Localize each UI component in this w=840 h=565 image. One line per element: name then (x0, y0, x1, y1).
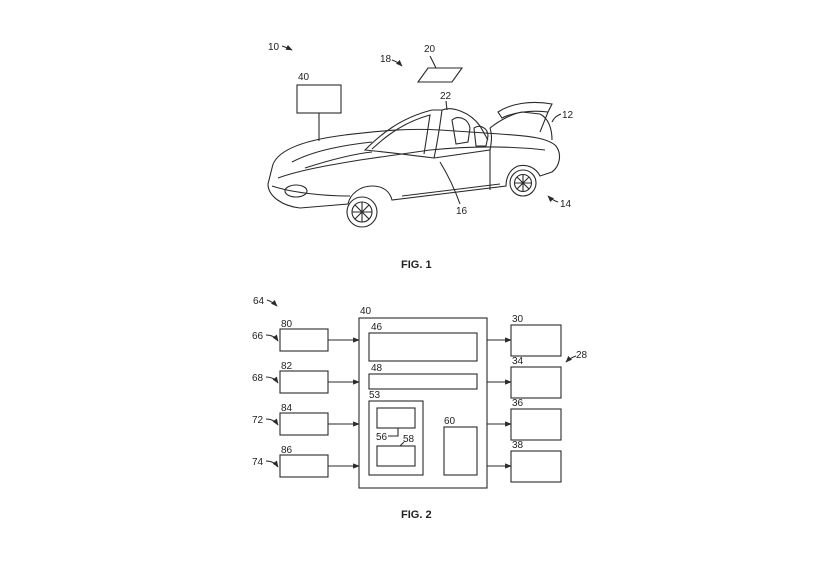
ref-56-label: 56 (376, 432, 388, 443)
output-38: 38 (487, 440, 562, 483)
ref-72-leader (265, 418, 279, 426)
ref-66-label: 66 (252, 331, 264, 342)
hood-line (291, 141, 373, 163)
input-row-84: 72 84 (252, 403, 360, 436)
front-bumper-line (271, 185, 351, 197)
input-row-82: 68 82 (252, 361, 360, 394)
ref-58-label: 58 (403, 434, 415, 445)
input-row-80: 66 80 (252, 319, 360, 352)
ref-16-label: 16 (456, 206, 468, 217)
ref-74-leader (265, 460, 279, 468)
body-outline (267, 128, 561, 209)
ref-60-label: 60 (444, 416, 456, 427)
ref-86-label: 86 (281, 445, 293, 456)
output-30: 30 (487, 314, 562, 357)
output-34: 34 (487, 356, 562, 399)
front-wheel (346, 196, 378, 228)
block-46 (368, 332, 478, 362)
windshield (363, 109, 443, 159)
ref-82-label: 82 (281, 361, 293, 372)
block-30 (510, 324, 562, 357)
ref-68-label: 68 (252, 373, 264, 384)
fig2-caption: FIG. 2 (401, 509, 432, 521)
block-80 (279, 328, 329, 352)
spoiler (497, 101, 553, 119)
ref-10-leader (281, 44, 293, 51)
block-86 (279, 454, 329, 478)
block-84 (279, 412, 329, 436)
fig1-caption: FIG. 1 (401, 259, 432, 271)
ref-20-leader (429, 55, 437, 69)
b-pillar (489, 127, 493, 151)
block-82 (279, 370, 329, 394)
ref-14-label: 14 (560, 199, 572, 210)
ref-20-label: 20 (424, 44, 436, 55)
ref-36-label: 36 (512, 398, 524, 409)
block-48 (368, 373, 478, 390)
controller-box (296, 84, 342, 114)
ref-84-label: 84 (281, 403, 293, 414)
fig1-vehicle-system: 10 40 18 20 22 (267, 42, 574, 271)
fig2-block-diagram: 64 40 46 48 53 56 58 60 66 80 68 (252, 296, 588, 521)
ref-30-label: 30 (512, 314, 524, 325)
input-row-86: 74 86 (252, 445, 360, 478)
ref-12-leader (551, 113, 562, 123)
door-outline (433, 149, 491, 190)
ref-72-label: 72 (252, 415, 264, 426)
block-34 (510, 366, 562, 399)
beltline (277, 146, 546, 179)
ref-34-label: 34 (512, 356, 524, 367)
ref-80-label: 80 (281, 319, 293, 330)
block-58 (376, 445, 416, 467)
rear-wheel (509, 169, 537, 197)
ref-56-leader (388, 428, 399, 437)
ref-64-leader (266, 299, 278, 307)
ref-12-label: 12 (562, 110, 574, 121)
spoiler-strut (539, 111, 549, 133)
rear-deck (489, 111, 553, 141)
ref-38-label: 38 (512, 440, 524, 451)
block-56 (376, 407, 416, 429)
hood-crease (304, 151, 373, 169)
ref-64-label: 64 (253, 296, 265, 307)
ref-68-leader (265, 376, 279, 384)
seat-rear (473, 125, 489, 147)
block-38 (510, 450, 562, 483)
roof-panel (416, 67, 464, 83)
output-36: 36 (487, 398, 562, 441)
roll-bar (441, 108, 489, 141)
block-60 (443, 426, 478, 476)
ref-53-label: 53 (369, 390, 381, 401)
ref-28-label: 28 (576, 350, 588, 361)
vehicle-body (267, 101, 561, 228)
ref-58-leader (399, 441, 405, 447)
ref-40-label: 40 (298, 72, 310, 83)
ref-18-label: 18 (380, 54, 392, 65)
ref-66-leader (265, 334, 279, 342)
ref-48-label: 48 (371, 363, 383, 374)
ref-18-leader (391, 59, 403, 67)
ref-46-label: 46 (371, 322, 383, 333)
headlight (284, 184, 308, 198)
windshield-inner (371, 114, 431, 155)
block-36 (510, 408, 562, 441)
ref-40-label-fig2: 40 (360, 306, 372, 317)
ref-14-leader (547, 195, 559, 203)
ref-10-label: 10 (268, 42, 280, 53)
ref-28-leader (565, 355, 577, 363)
rocker-line (401, 183, 501, 197)
ref-74-label: 74 (252, 457, 264, 468)
seat-front (451, 117, 471, 145)
ref-16-leader (439, 161, 461, 205)
ref-22-label: 22 (440, 91, 452, 102)
